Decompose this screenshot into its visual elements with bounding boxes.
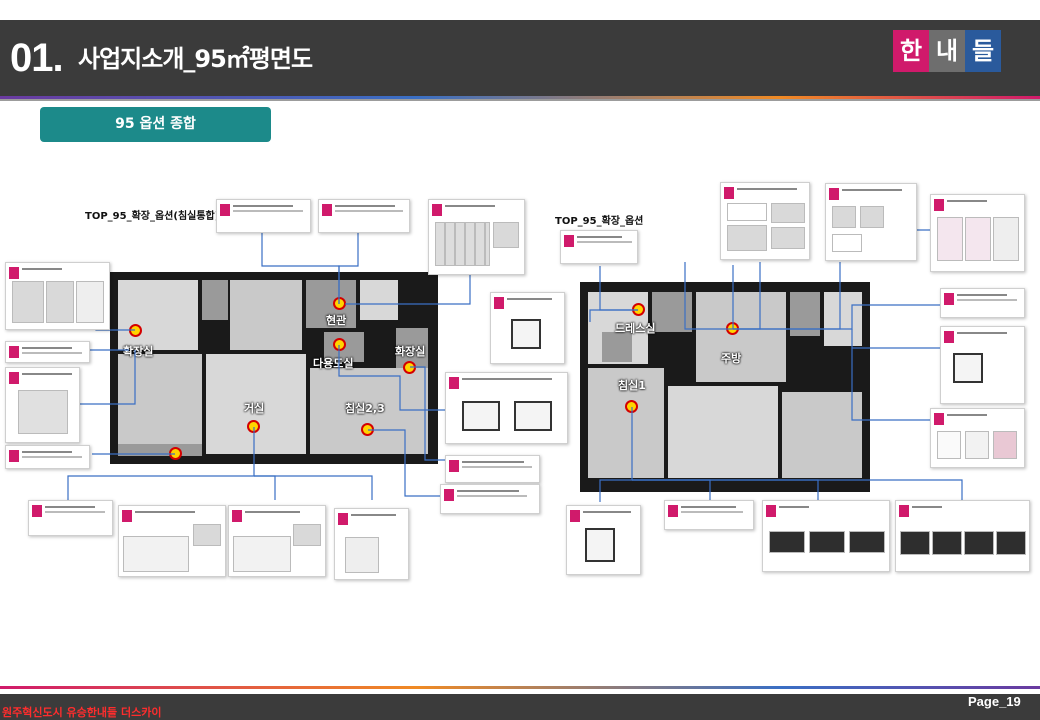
option-callout [118,505,226,577]
room-label-dressroom: 드레스실 [615,322,656,335]
brand-logo-nae: 내 [929,30,965,72]
option-callout [428,199,525,275]
room-label-bathroom: 화장실 [395,345,426,358]
option-callout [895,500,1030,572]
option-callout [445,372,568,444]
left-plan-title: TOP_95_확장_옵션(침실통합) [85,211,220,222]
option-callout [930,194,1025,272]
option-pin[interactable] [333,297,346,310]
option-callout [560,230,638,264]
option-pin[interactable] [361,423,374,436]
header-bar [0,20,1040,96]
option-callout [228,505,326,577]
option-pin[interactable] [632,303,645,316]
option-callout [5,367,80,443]
option-callout [720,182,810,260]
section-badge: 95 옵션 종합 [40,107,271,142]
room-label-utility: 다용도실 [313,357,354,370]
footer-bar [0,694,1040,720]
brand-logo-han: 한 [893,30,929,72]
room-label-bedroom23: 침실2,3 [345,402,385,415]
brand-logo-deul: 들 [965,30,1001,72]
room-label-entrance: 현관 [326,314,347,327]
option-callout [490,292,565,364]
room-label-expansion: 확장실 [123,345,154,358]
left-floor-plan [110,272,438,464]
section-number: 01. [10,36,64,80]
option-pin[interactable] [129,324,142,337]
option-callout [940,326,1025,404]
option-callout [318,199,410,233]
option-pin[interactable] [625,400,638,413]
option-callout [825,183,917,261]
option-callout [566,505,641,575]
option-callout [930,408,1025,468]
option-callout [664,500,754,530]
option-callout [445,455,540,483]
option-callout [334,508,409,580]
option-callout [940,288,1025,318]
page-number: Page_19 [968,694,1021,709]
option-callout [5,262,110,330]
option-callout [5,341,90,363]
option-pin[interactable] [169,447,182,460]
room-label-kitchen: 주방 [721,352,742,365]
option-callout [762,500,890,572]
option-callout [5,445,90,469]
option-callout [440,484,540,514]
room-label-bedroom1: 침실1 [618,379,646,392]
option-pin[interactable] [333,338,346,351]
option-callout [216,199,311,233]
footer-stripe [0,686,1040,689]
option-pin[interactable] [726,322,739,335]
footer-project-name: 원주혁신도시 유승한내들 더스카이 [2,706,162,719]
page-title: 사업지소개_95㎡평면도 [78,45,313,73]
option-pin[interactable] [403,361,416,374]
option-callout [28,500,113,536]
header-underline [0,99,1040,101]
room-label-living: 거실 [244,402,265,415]
header-stripe [0,96,1040,99]
option-pin[interactable] [247,420,260,433]
right-plan-title: TOP_95_확장_옵션 [555,216,644,227]
